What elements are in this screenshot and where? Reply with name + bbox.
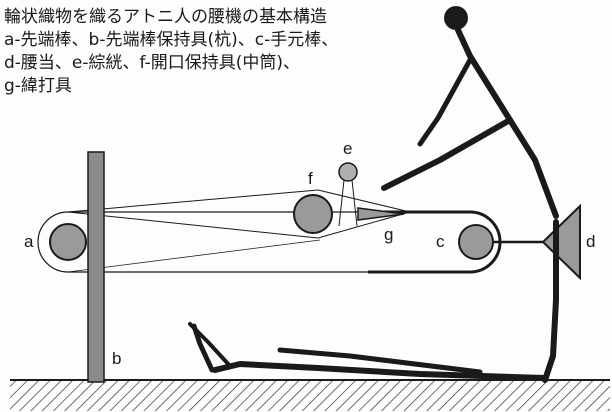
- beater-g: [357, 207, 405, 221]
- weaver-figure: [188, 6, 559, 383]
- shed-roll-f: [293, 194, 333, 234]
- caption-line-2: a-先端棒、b-先端棒保持具(杭)、c-手元棒、: [4, 30, 339, 50]
- label-c: c: [436, 232, 445, 251]
- caption-line-3: d-腰当、e-綜絖、f-開口保持具(中筒)、: [4, 53, 300, 73]
- caption-title: 輪状織物を織るアトニ人の腰機の基本構造: [4, 7, 327, 27]
- warp-loop: [37, 189, 502, 274]
- breast-bar-c: [458, 224, 494, 260]
- label-a: a: [24, 232, 34, 251]
- label-f: f: [308, 169, 313, 188]
- label-e: e: [343, 139, 352, 158]
- stake-b: [87, 151, 105, 383]
- label-d: d: [586, 232, 595, 251]
- weaver-head: [444, 6, 468, 30]
- label-g: g: [384, 225, 393, 244]
- caption-line-4: g-緯打具: [4, 76, 72, 96]
- rod-a: [49, 223, 87, 261]
- label-b: b: [112, 349, 121, 368]
- ground: [10, 379, 610, 411]
- backstrap-d: [541, 203, 581, 281]
- diagram-caption: 輪状織物を織るアトニ人の腰機の基本構造 a-先端棒、b-先端棒保持具(杭)、c-…: [4, 6, 404, 98]
- heddle-e: [338, 162, 358, 182]
